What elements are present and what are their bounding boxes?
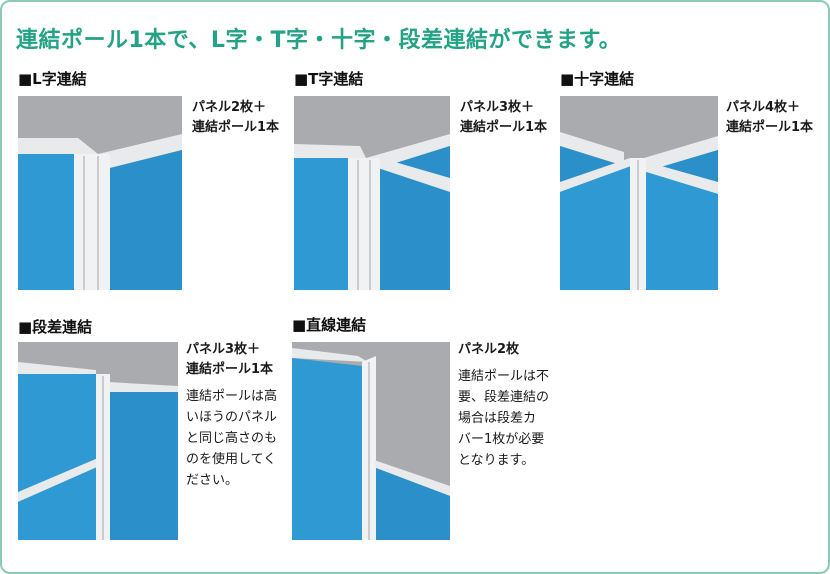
note-straight-3: 場合は段差カ [458,411,537,426]
photo-step-joint [18,342,178,540]
caption-t-2: 連結ポール1本 [460,120,548,135]
note-step-1: 連結ポールは高 [186,389,278,404]
note-step-3: と同じ高さのも [186,431,278,446]
caption-cross-1: パネル4枚＋ [726,100,801,115]
section-title-cross: ■十字連結 [560,70,635,88]
photo-t-joint [294,96,450,290]
note-step-5: ださい。 [186,473,239,488]
caption-cross-2: 連結ポール1本 [726,120,814,135]
section-title-t: ■T字連結 [294,70,364,88]
caption-step-1: パネル3枚＋ [186,342,261,357]
caption-l-1: パネル2枚＋ [192,100,267,115]
section-title-step: ■段差連結 [18,318,93,336]
caption-step-2: 連結ポール1本 [186,362,274,377]
note-straight-5: となります。 [458,453,535,468]
photo-cross-joint [560,96,718,290]
caption-straight-1: パネル2枚 [458,342,520,357]
section-title-l: ■L字連結 [18,70,87,88]
headline: 連結ポール1本で、L字・T字・十字・段差連結ができます。 [16,28,622,53]
note-straight-2: 要、段差連結の [458,390,550,405]
note-straight-1: 連結ポールは不 [458,369,550,384]
note-step-4: のを使用してく [186,452,277,467]
note-straight-4: バー1枚が必要 [458,432,545,447]
photo-l-joint [18,96,182,290]
section-title-straight: ■直線連結 [292,316,367,334]
note-step-2: いほうのパネル [186,410,278,425]
caption-l-2: 連結ポール1本 [192,120,280,135]
caption-t-1: パネル3枚＋ [460,100,535,115]
photo-straight-joint [292,342,450,540]
